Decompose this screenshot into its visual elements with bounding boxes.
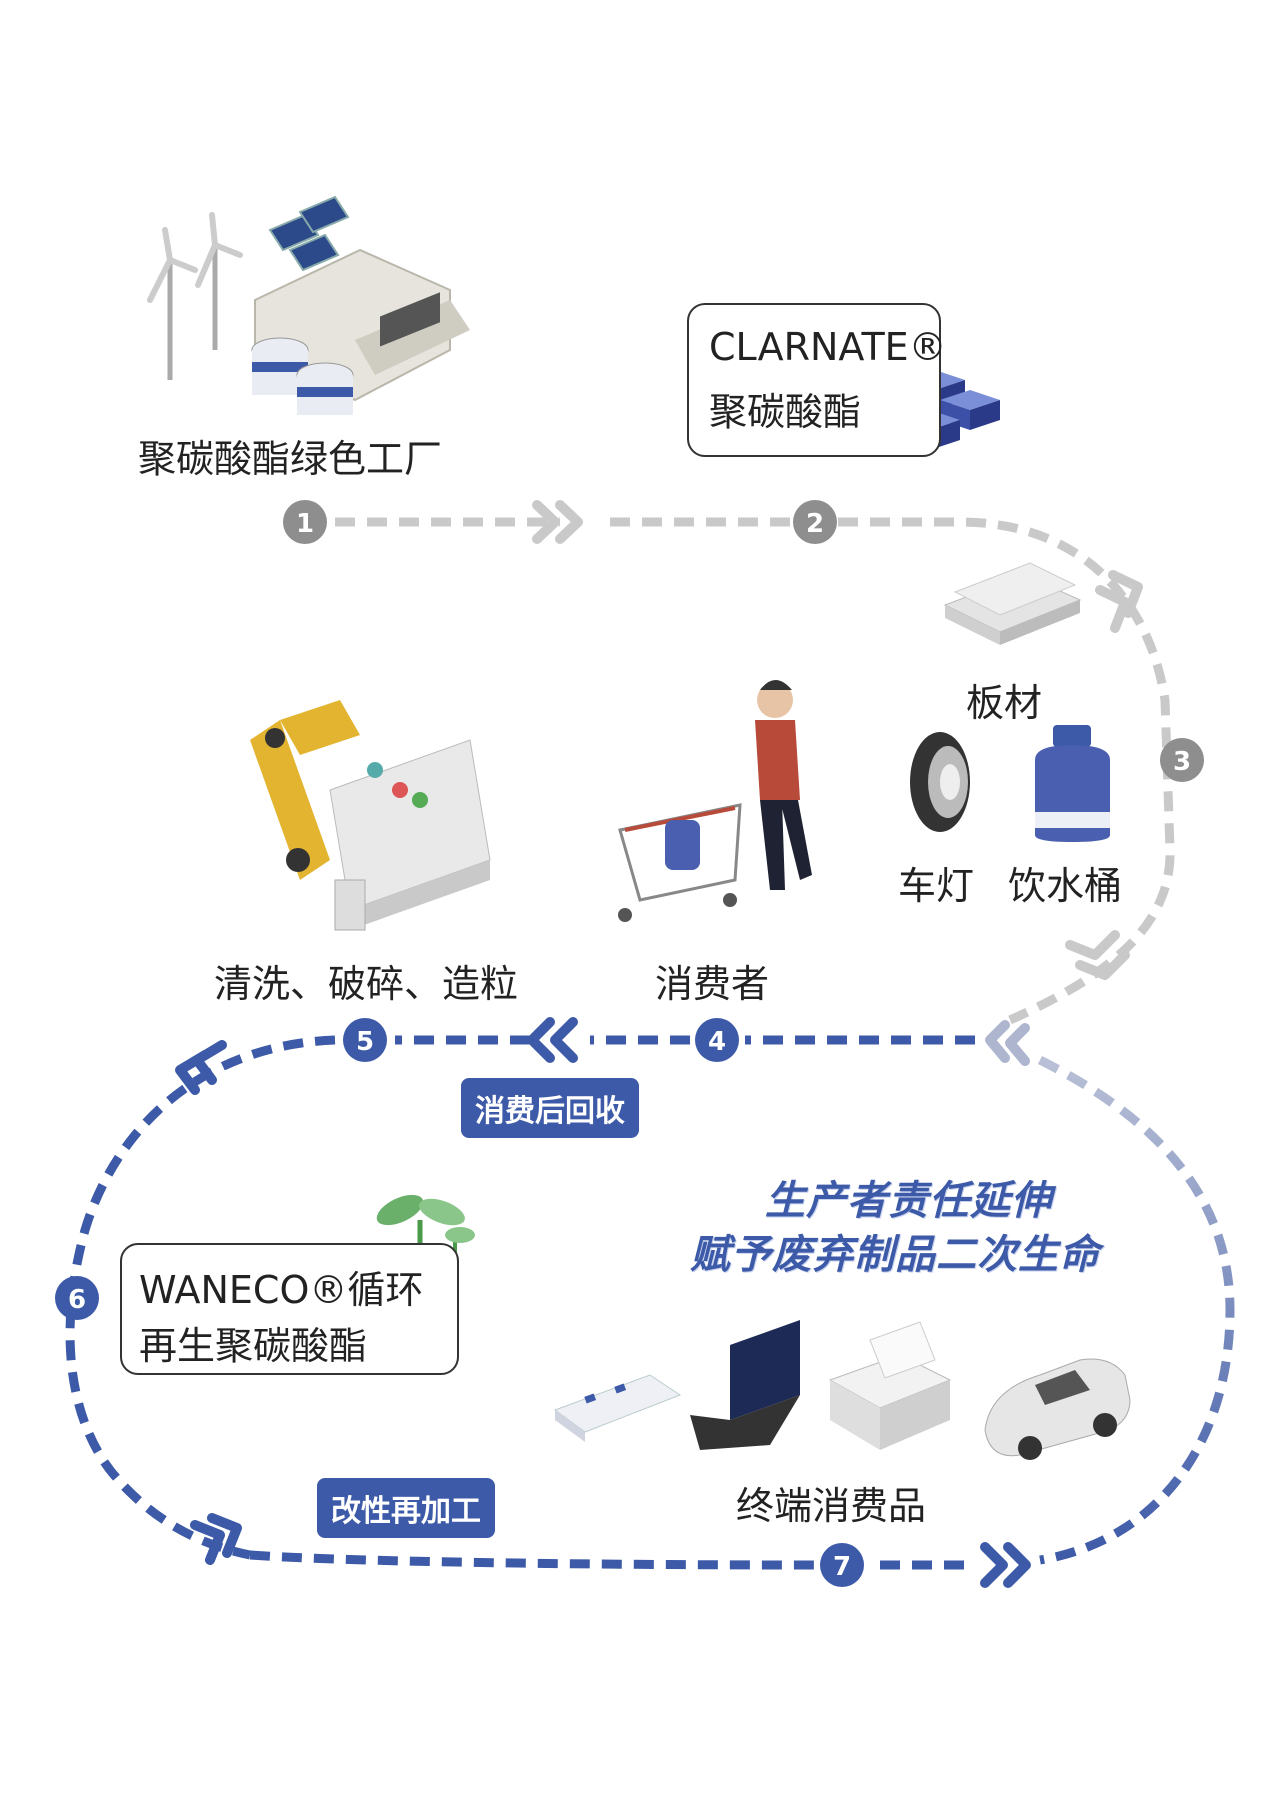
step-number-2: 2	[806, 509, 824, 539]
consumer-with-cart-icon	[618, 680, 812, 922]
modify-tag: 改性再加工	[317, 1478, 495, 1538]
clarnate-brand: CLARNATE®	[709, 325, 947, 369]
step-number-3: 3	[1173, 747, 1191, 777]
consumer-label: 消费者	[655, 962, 770, 1006]
printer-icon	[828, 1321, 952, 1450]
waneco-name: 再生聚碳酸酯	[139, 1324, 368, 1368]
flow-line-right	[1037, 1055, 1235, 1565]
water-bucket-icon	[1035, 725, 1110, 842]
step-marker-1: 1	[283, 500, 327, 544]
sheet-material-icon	[943, 562, 1082, 645]
clarnate-name: 聚碳酸酯	[709, 390, 862, 434]
step-number-1: 1	[296, 509, 314, 539]
chevron-icon	[175, 500, 1143, 1588]
power-strip-icon	[553, 1374, 682, 1442]
step-number-7: 7	[833, 1552, 851, 1582]
step-number-4: 4	[708, 1027, 726, 1057]
lamp-label: 车灯	[898, 864, 975, 908]
end-products-label: 终端消费品	[736, 1484, 927, 1528]
step-number-6: 6	[68, 1285, 86, 1315]
slogan-line-2: 赋予废弃制品二次生命	[690, 1232, 1100, 1278]
sheet-label: 板材	[966, 681, 1043, 725]
step-marker-2: 2	[793, 500, 837, 544]
flow-line-6-7	[249, 1550, 970, 1570]
processing-label: 清洗、破碎、造粒	[214, 962, 519, 1006]
car-icon	[984, 1358, 1131, 1460]
step-marker-3: 3	[1160, 738, 1204, 782]
flow-line-5-6	[65, 1035, 336, 1560]
step-marker-5: 5	[343, 1018, 387, 1062]
step-marker-6: 6	[55, 1276, 99, 1320]
factory-icon	[147, 195, 470, 415]
bucket-label: 饮水桶	[1008, 864, 1123, 908]
waneco-box: WANECO®循环 再生聚碳酸酯	[120, 1243, 459, 1375]
clarnate-box: CLARNATE® 聚碳酸酯	[687, 303, 947, 457]
slogan-line-1: 生产者责任延伸	[765, 1178, 1052, 1224]
processing-machine-icon	[250, 700, 491, 931]
car-lamp-icon	[910, 732, 970, 832]
factory-label: 聚碳酸酯绿色工厂	[138, 437, 443, 481]
step-marker-7: 7	[820, 1543, 864, 1587]
post-consumer-tag: 消费后回收	[461, 1078, 639, 1138]
step-number-5: 5	[356, 1027, 374, 1057]
step-marker-4: 4	[695, 1018, 739, 1062]
laptop-icon	[690, 1320, 800, 1450]
waneco-brand: WANECO®循环	[139, 1268, 424, 1312]
